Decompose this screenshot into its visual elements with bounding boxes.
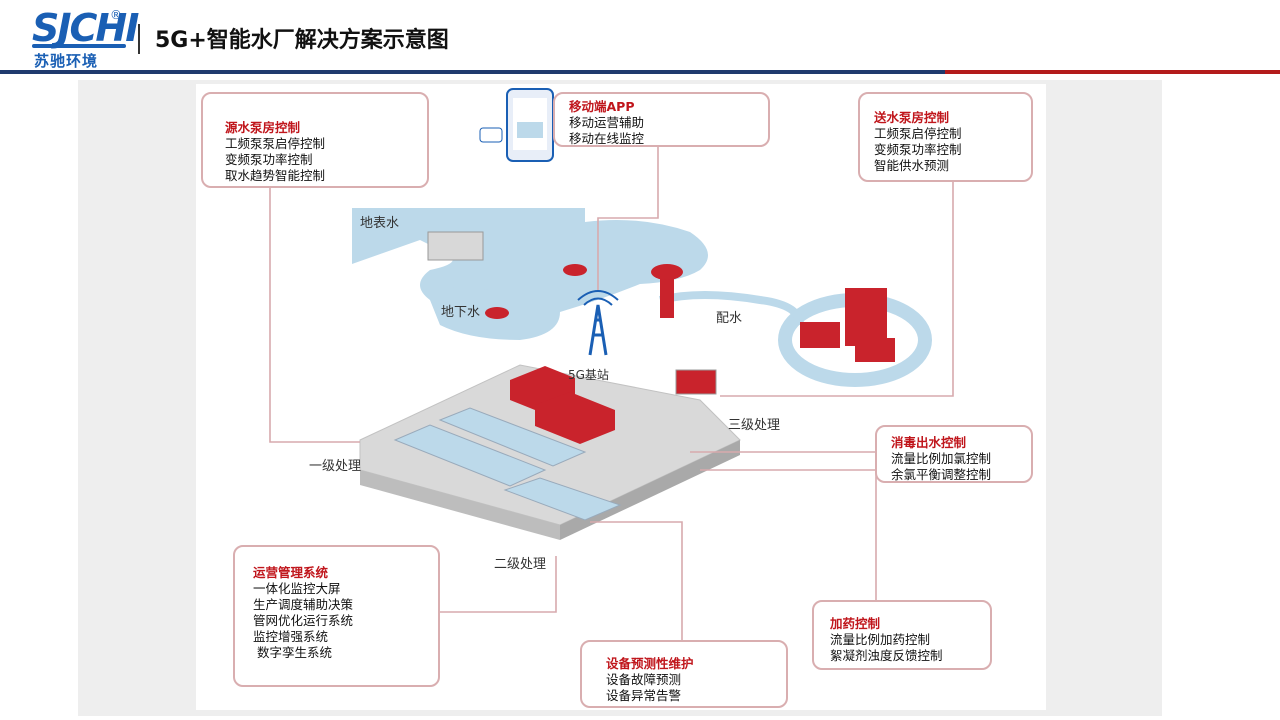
title-divider bbox=[138, 24, 140, 54]
box-line: 移动在线监控 bbox=[569, 131, 645, 146]
logo-registered: ® bbox=[110, 8, 122, 22]
label-secondary-treatment: 二级处理 bbox=[494, 557, 547, 572]
city-building-3 bbox=[855, 338, 895, 362]
operations-system-box: 运营管理系统 一体化监控大屏 生产调度辅助决策 管网优化运行系统 监控增强系统 … bbox=[233, 545, 440, 687]
box-line: 絮凝剂浊度反馈控制 bbox=[830, 648, 943, 663]
plant-building-2 bbox=[535, 392, 615, 444]
disinfection-control-box: 消毒出水控制 流量比例加氯控制 余氯平衡调整控制 bbox=[875, 425, 1033, 483]
dosing-control-box: 加药控制 流量比例加药控制 絮凝剂浊度反馈控制 bbox=[812, 600, 992, 670]
mobile-app-box: 移动端APP 移动运营辅助 移动在线监控 bbox=[553, 92, 770, 147]
label-5g-base-station: 5G基站 bbox=[568, 368, 609, 382]
box-line: 流量比例加氯控制 bbox=[891, 451, 992, 466]
box-title: 源水泵房控制 bbox=[225, 120, 301, 135]
header-bar-red bbox=[945, 70, 1280, 74]
box-line: 设备异常告警 bbox=[606, 688, 682, 703]
label-surface-water: 地表水 bbox=[360, 216, 400, 231]
connector-source-pump bbox=[269, 186, 360, 443]
delivery-pump-house bbox=[675, 369, 717, 395]
sedimentation-tank-3 bbox=[503, 477, 622, 521]
predictive-maintenance-box: 设备预测性维护 设备故障预测 设备异常告警 bbox=[580, 640, 788, 708]
surface-pump-house bbox=[427, 231, 484, 261]
connector-delivery-pump bbox=[720, 182, 954, 397]
connector-operations bbox=[440, 556, 557, 613]
box-title: 加药控制 bbox=[830, 616, 881, 631]
label-groundwater: 地下水 bbox=[441, 305, 481, 320]
groundwater-intake-tank bbox=[485, 307, 509, 319]
box-line: 取水趋势智能控制 bbox=[225, 168, 326, 183]
connector-maintenance bbox=[590, 521, 683, 640]
label-tertiary-treatment: 三级处理 bbox=[728, 418, 781, 433]
box-line: 生产调度辅助决策 bbox=[253, 597, 354, 612]
logo-company-name: 苏驰环境 bbox=[34, 52, 99, 70]
box-line: 余氯平衡调整控制 bbox=[891, 467, 992, 482]
header: SJCHI ® 苏驰环境 5G+智能水厂解决方案示意图 bbox=[0, 0, 1280, 76]
sedimentation-tank-1 bbox=[393, 424, 547, 487]
box-title: 消毒出水控制 bbox=[891, 435, 967, 450]
box-title: 移动端APP bbox=[569, 99, 635, 114]
box-title: 设备预测性维护 bbox=[606, 656, 694, 671]
box-line: 流量比例加药控制 bbox=[830, 632, 931, 647]
sedimentation-tank-2 bbox=[438, 407, 587, 467]
box-title: 运营管理系统 bbox=[253, 565, 329, 580]
label-primary-treatment: 一级处理 bbox=[309, 459, 362, 474]
box-line: 一体化监控大屏 bbox=[253, 581, 341, 596]
source-pump-control-box: 源水泵房控制 工频泵泵启停控制 变频泵功率控制 取水趋势智能控制 bbox=[201, 92, 429, 188]
logo-mark: SJCHI bbox=[32, 6, 139, 50]
box-line: 监控增强系统 bbox=[253, 629, 329, 644]
page-title: 5G+智能水厂解决方案示意图 bbox=[155, 28, 449, 53]
connector-mobile-app bbox=[597, 146, 659, 290]
box-line: 工频泵启停控制 bbox=[874, 126, 962, 141]
5g-tower-icon bbox=[588, 304, 608, 356]
box-line: 工频泵泵启停控制 bbox=[225, 136, 326, 151]
city-building-2 bbox=[800, 322, 840, 348]
connector-dosing bbox=[700, 469, 877, 600]
box-line: 设备故障预测 bbox=[606, 672, 682, 687]
city-building-1 bbox=[845, 288, 887, 346]
box-line: 智能供水预测 bbox=[874, 158, 950, 173]
surface-intake-tank bbox=[563, 264, 587, 276]
box-line: 移动运营辅助 bbox=[569, 115, 645, 130]
header-bar-blue bbox=[0, 70, 945, 74]
box-line: 变频泵功率控制 bbox=[874, 142, 962, 157]
box-line: 管网优化运行系统 bbox=[253, 613, 354, 628]
company-logo: SJCHI ® 苏驰环境 bbox=[28, 6, 139, 70]
delivery-pump-control-box: 送水泵房控制 工频泵启停控制 变频泵功率控制 智能供水预测 bbox=[858, 92, 1033, 182]
box-line: 变频泵功率控制 bbox=[225, 152, 313, 167]
box-line: 数字孪生系统 bbox=[253, 645, 332, 660]
logo-wave bbox=[32, 44, 126, 48]
water-tower bbox=[660, 272, 674, 318]
box-title: 送水泵房控制 bbox=[874, 110, 950, 125]
label-distribution: 配水 bbox=[716, 311, 743, 326]
pipe-to-distribution bbox=[659, 291, 804, 326]
